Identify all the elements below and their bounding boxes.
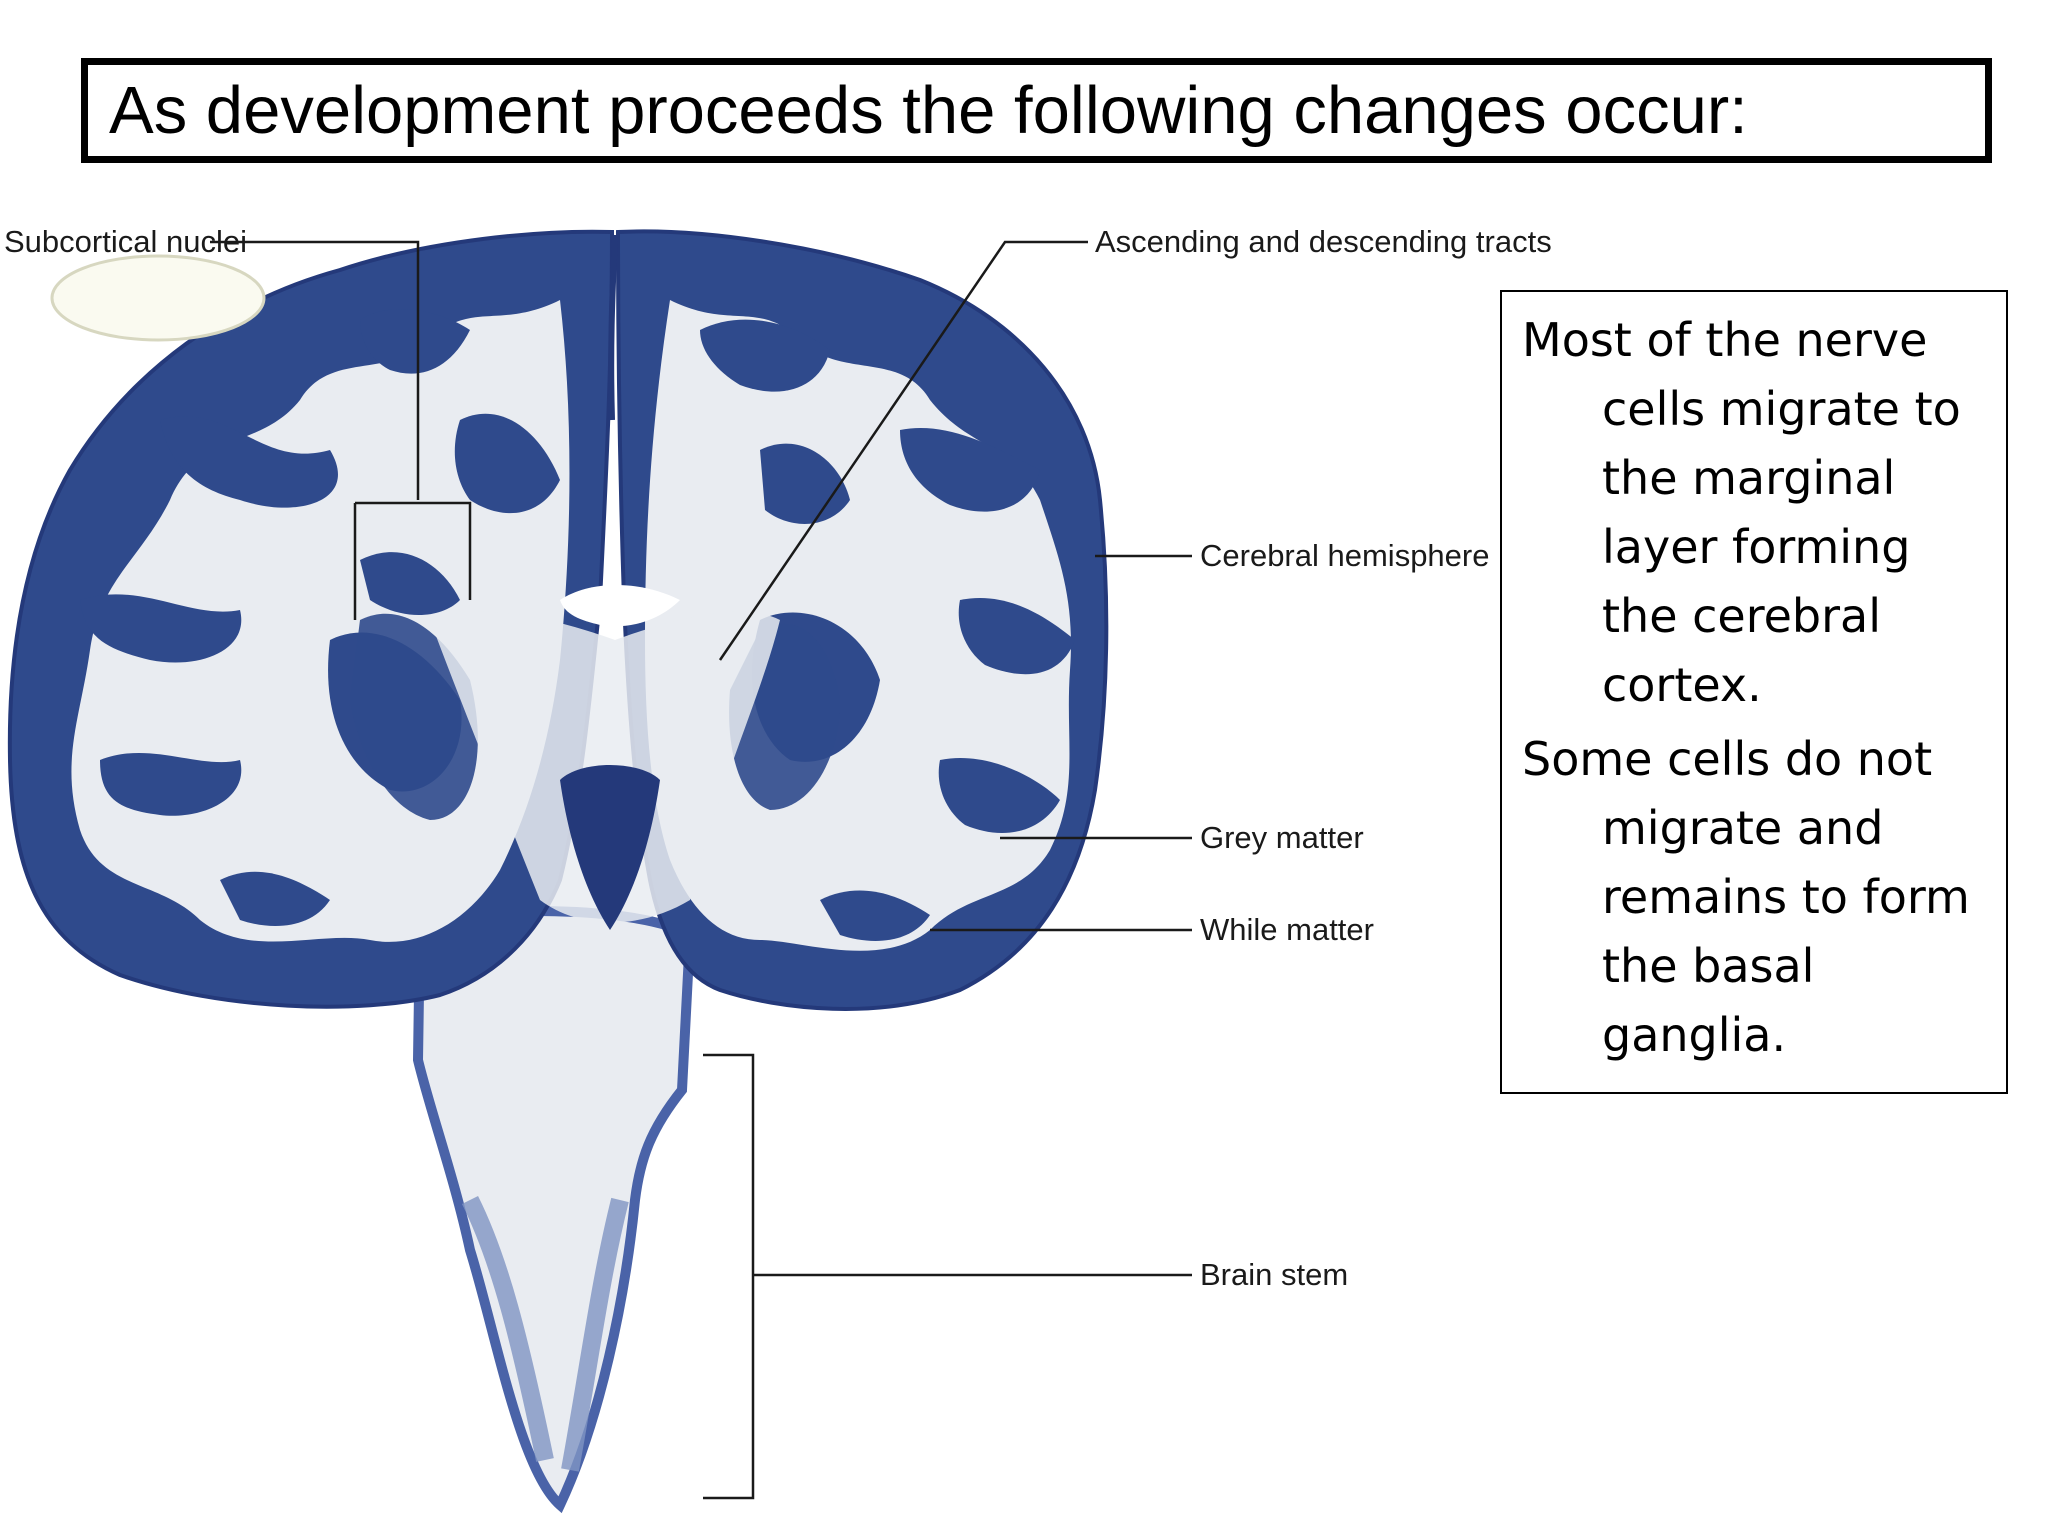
slide-title: As development proceeds the following ch… [109,73,1748,148]
label-brain-stem: Brain stem [1200,1257,1348,1292]
label-grey-matter: Grey matter [1200,820,1364,855]
label-white-matter: While matter [1200,912,1374,947]
title-box: As development proceeds the following ch… [81,58,1992,163]
explanation-paragraph-2: Some cells do not migrate and remains to… [1522,732,1970,1062]
highlight-oval [50,254,266,342]
basal-region-left [350,613,478,820]
label-ascending-descending-tracts: Ascending and descending tracts [1095,224,1552,259]
brain-stem-shape [412,906,696,1514]
label-cerebral-hemisphere: Cerebral hemisphere [1200,538,1489,573]
midline-fissure [608,234,618,421]
explanation-box: Most of the nerve cells migrate to the m… [1500,290,2008,1094]
central-dark-area [560,765,660,930]
ventricle [560,585,680,627]
brain-stem-stain [461,1195,629,1472]
leader-lines [210,240,1192,1500]
label-subcortical-nuclei: Subcortical nuclei [4,224,247,259]
explanation-paragraph-1: Most of the nerve cells migrate to the m… [1522,313,1961,712]
